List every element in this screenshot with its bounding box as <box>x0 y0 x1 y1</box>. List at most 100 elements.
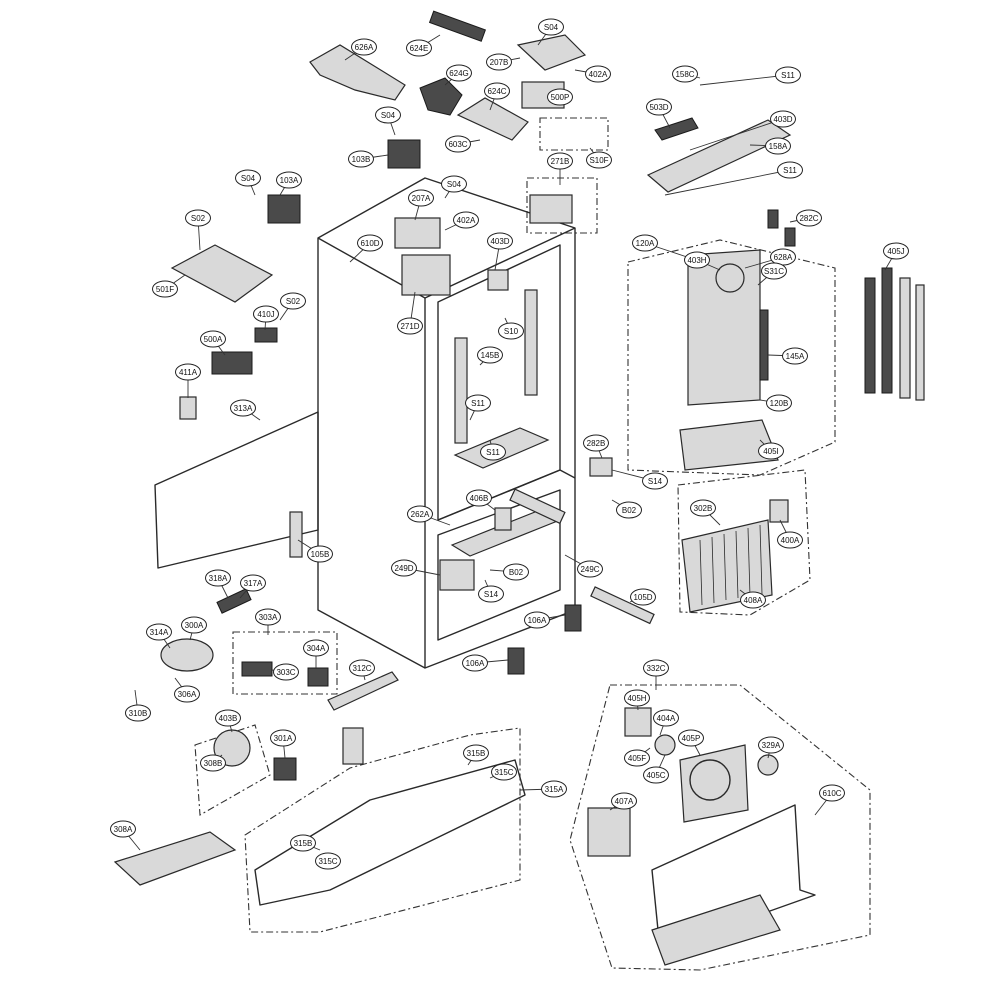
part-tag-bubble <box>684 251 710 269</box>
part-410c <box>342 727 364 765</box>
part-tag-405c: 405C <box>643 766 669 784</box>
part-tag-label: S11 <box>781 71 795 80</box>
part-tag-306a: 306A <box>174 685 200 703</box>
part-tag-bubble <box>406 39 432 57</box>
part-tag-624c: 624C <box>484 82 510 100</box>
part-tag-403h: 403H <box>684 251 710 269</box>
part-624c <box>456 97 529 141</box>
part-tag-207a: 207A <box>408 189 434 207</box>
part-tag-label: 106A <box>466 659 485 668</box>
part-tag-bubble <box>453 211 479 229</box>
part-tag-bubble <box>777 161 803 179</box>
part-tag-411a: 411A <box>175 363 201 381</box>
part-tag-label: 403D <box>490 237 509 246</box>
part-tag-label: 315C <box>318 857 337 866</box>
group-303a <box>232 631 338 695</box>
part-tag-bubble <box>547 152 573 170</box>
part-tag-315c: 315C <box>491 763 517 781</box>
part-tag-label: 207A <box>412 194 431 203</box>
part-tag-label: 207B <box>490 58 509 67</box>
part-tag-label: 500P <box>551 93 570 102</box>
part-tag-626a: 626A <box>351 38 377 56</box>
part-tag-406b: 406B <box>466 489 492 507</box>
part-tag-bubble <box>307 545 333 563</box>
part-tag-bubble <box>441 175 467 193</box>
part-tag-label: 145B <box>481 351 500 360</box>
part-tag-bubble <box>315 852 341 870</box>
part-tag-label: 303A <box>259 613 278 622</box>
part-tag-404a: 404A <box>653 709 679 727</box>
part-tag-label: S04 <box>447 180 462 189</box>
part-105b <box>289 511 303 558</box>
part-tag-s11: S11 <box>775 66 801 84</box>
part-tag-bubble <box>270 729 296 747</box>
part-tag-308b: 308B <box>200 754 226 772</box>
part-407a <box>587 807 631 857</box>
part-tag-bubble <box>110 820 136 838</box>
part-tag-label: 624C <box>487 87 506 96</box>
part-tag-403b: 403B <box>215 709 241 727</box>
part-tag-405i: 405I <box>758 442 784 460</box>
part-626a <box>309 44 406 101</box>
part-tag-label: 400A <box>781 536 800 545</box>
part-tag-bubble <box>200 754 226 772</box>
part-tag-bubble <box>538 18 564 36</box>
part-tag-bubble <box>397 317 423 335</box>
part-tag-label: 282C <box>799 214 818 223</box>
part-tag-label: 405H <box>627 694 646 703</box>
part-tag-s10: S10 <box>498 322 524 340</box>
part-tag-s11: S11 <box>777 161 803 179</box>
part-tag-s14: S14 <box>478 585 504 603</box>
part-tag-label: 624G <box>449 69 469 78</box>
group-315a <box>244 727 521 933</box>
part-tag-label: 315C <box>494 768 513 777</box>
cabinet <box>317 177 613 669</box>
part-503d <box>654 117 699 141</box>
part-tag-bubble <box>391 559 417 577</box>
part-tag-bubble <box>498 322 524 340</box>
part-tag-label: 405I <box>763 447 779 456</box>
part-tag-bubble <box>446 64 472 82</box>
part-tag-315a: 315A <box>541 780 567 798</box>
part-tag-bubble <box>276 171 302 189</box>
part-318a <box>216 588 252 614</box>
part-tag-bubble <box>583 434 609 452</box>
part-tag-label: 282B <box>587 439 606 448</box>
part-tag-label: 317A <box>244 579 263 588</box>
part-tag-bubble <box>541 780 567 798</box>
part-tag-314a: 314A <box>146 623 172 641</box>
part-405h <box>624 707 652 737</box>
part-tag-label: 624E <box>410 44 429 53</box>
part-tag-label: 329A <box>762 741 781 750</box>
part-tag-408a: 408A <box>740 591 766 609</box>
part-624g <box>419 77 463 116</box>
part-tag-bubble <box>547 88 573 106</box>
part-tag-label: S04 <box>381 111 396 120</box>
part-tag-label: 271D <box>400 322 419 331</box>
part-tag-s31c: S31C <box>761 262 787 280</box>
part-tag-label: 158C <box>675 70 694 79</box>
part-tag-bubble <box>503 563 529 581</box>
leader-line <box>699 74 789 86</box>
part-tag-bubble <box>782 347 808 365</box>
part-tag-145b: 145B <box>477 346 503 364</box>
part-tag-303c: 303C <box>273 663 299 681</box>
part-145a <box>759 309 769 381</box>
part-tag-label: S02 <box>191 214 206 223</box>
part-406b-block <box>494 507 512 531</box>
part-tag-315b: 315B <box>463 744 489 762</box>
part-tag-s04: S04 <box>235 169 261 187</box>
part-262b-block <box>589 457 613 477</box>
part-tag-610c: 610C <box>819 784 845 802</box>
part-tag-282c: 282C <box>796 209 822 227</box>
part-tag-bubble <box>175 363 201 381</box>
part-271b-block <box>529 194 573 224</box>
part-tag-s02: S02 <box>185 209 211 227</box>
part-405c-motor <box>654 734 676 756</box>
part-tag-bubble <box>624 689 650 707</box>
part-tag-bubble <box>630 588 656 606</box>
part-tag-500p: 500P <box>547 88 573 106</box>
part-tag-bubble <box>407 505 433 523</box>
part-tag-label: 103A <box>280 176 299 185</box>
